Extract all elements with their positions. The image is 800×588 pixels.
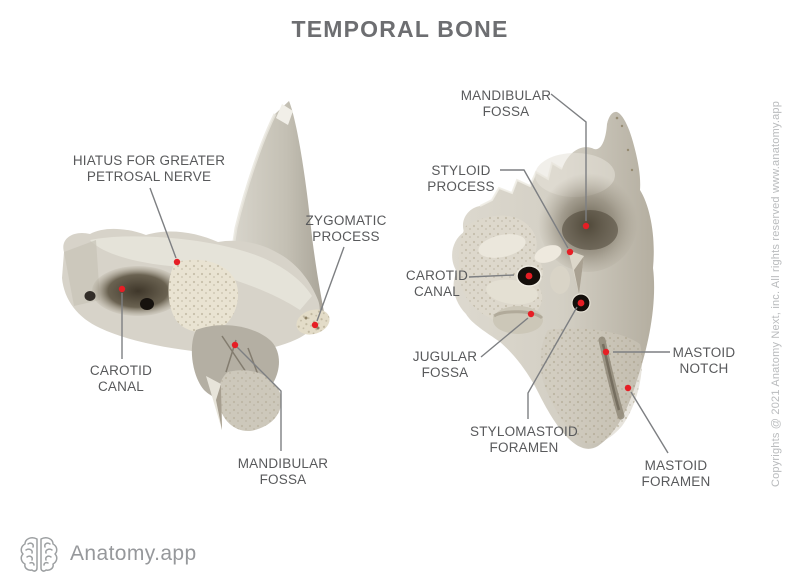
zygomatic-process-stub (296, 309, 330, 335)
leader-styloid-process (500, 169, 569, 249)
copyright-watermark: Copyrights @ 2021 Anatomy Next, inc. All… (770, 100, 782, 488)
annotation-line: JUGULAR (412, 349, 478, 364)
annotation-line: MANDIBULAR (460, 88, 552, 103)
marker-dots (118, 222, 632, 392)
annotation-line: HIATUS FOR GREATER (72, 153, 226, 168)
logo-text: Anatomy.app (70, 542, 197, 565)
carotid-canal-opening-left (92, 266, 184, 316)
page-title: TEMPORAL BONE (291, 16, 509, 42)
marker-hiatus-petrosal (173, 258, 181, 266)
annotation-line: FORAMEN (489, 439, 559, 455)
annotation-line: CANAL (97, 378, 144, 394)
marker-mastoid-foramen (624, 384, 632, 392)
annotation-line: FOSSA (421, 364, 469, 380)
annotation-line: CAROTID (89, 363, 153, 378)
marker-mastoid-notch (602, 348, 610, 356)
marker-stylomastoid-foramen (577, 299, 585, 307)
leader-zygomatic-process (316, 246, 345, 322)
annotation-mandibular-fossa-left: MANDIBULAR FOSSA (223, 456, 343, 487)
annotation-line: MANDIBULAR (237, 456, 329, 471)
annotation-line: NOTCH (679, 360, 729, 376)
leader-hiatus-petrosal (149, 187, 177, 259)
annotation-hiatus-petrosal-nerve: HIATUS FOR GREATER PETROSAL NERVE (54, 153, 244, 184)
leader-lines (121, 93, 670, 454)
marker-zygomatic-process (311, 321, 319, 329)
jugular-fossa-bowl (493, 306, 543, 334)
leader-mastoid-foramen (630, 391, 669, 454)
left-bone-illustration (62, 101, 330, 432)
brain-icon (20, 537, 58, 572)
annotation-line: FOSSA (259, 471, 307, 487)
leader-jugular-fossa (480, 317, 529, 358)
annotation-zygomatic-process: ZYGOMATIC PROCESS (291, 213, 401, 244)
annotation-mastoid-notch: MASTOID NOTCH (659, 345, 749, 376)
leader-stylomastoid-foramen (527, 306, 578, 419)
annotation-line: MASTOID (644, 458, 708, 473)
annotation-line: PROCESS (312, 228, 380, 244)
annotation-line: ZYGOMATIC (305, 213, 387, 228)
marker-jugular-fossa (527, 310, 535, 318)
leader-mandibular-fossa-left (236, 346, 282, 451)
annotation-line: FORAMEN (641, 473, 711, 489)
annotation-styloid-process: STYLOID PROCESS (416, 163, 506, 194)
annotation-line: STYLOMASTOID (470, 424, 578, 439)
annotation-line: MASTOID (672, 345, 736, 360)
marker-mandibular-fossa-left (231, 341, 239, 349)
annotation-line: CANAL (413, 283, 460, 299)
annotation-carotid-canal-right: CAROTID CANAL (392, 268, 482, 299)
leader-carotid-canal-right (468, 274, 515, 278)
marker-styloid-process (566, 248, 574, 256)
marker-mandibular-fossa-right (582, 222, 590, 230)
annotation-stylomastoid-foramen: STYLOMASTOID FORAMEN (459, 424, 589, 455)
annotation-line: PROCESS (427, 178, 495, 194)
marker-carotid-canal-right (525, 272, 533, 280)
annotation-line: CAROTID (405, 268, 469, 283)
annotation-line: PETROSAL NERVE (86, 168, 212, 184)
annotation-line: STYLOID (431, 163, 491, 178)
anatomy-app-logo: Anatomy.app (18, 533, 197, 575)
annotation-mastoid-foramen: MASTOID FORAMEN (621, 458, 731, 489)
leader-mandibular-fossa-right (550, 93, 587, 221)
marker-carotid-canal-left (118, 285, 126, 293)
annotation-jugular-fossa: JUGULAR FOSSA (400, 349, 490, 380)
annotation-line: FOSSA (482, 103, 530, 119)
annotation-carotid-canal-left: CAROTID CANAL (76, 363, 166, 394)
annotation-mandibular-fossa-right: MANDIBULAR FOSSA (446, 88, 566, 119)
